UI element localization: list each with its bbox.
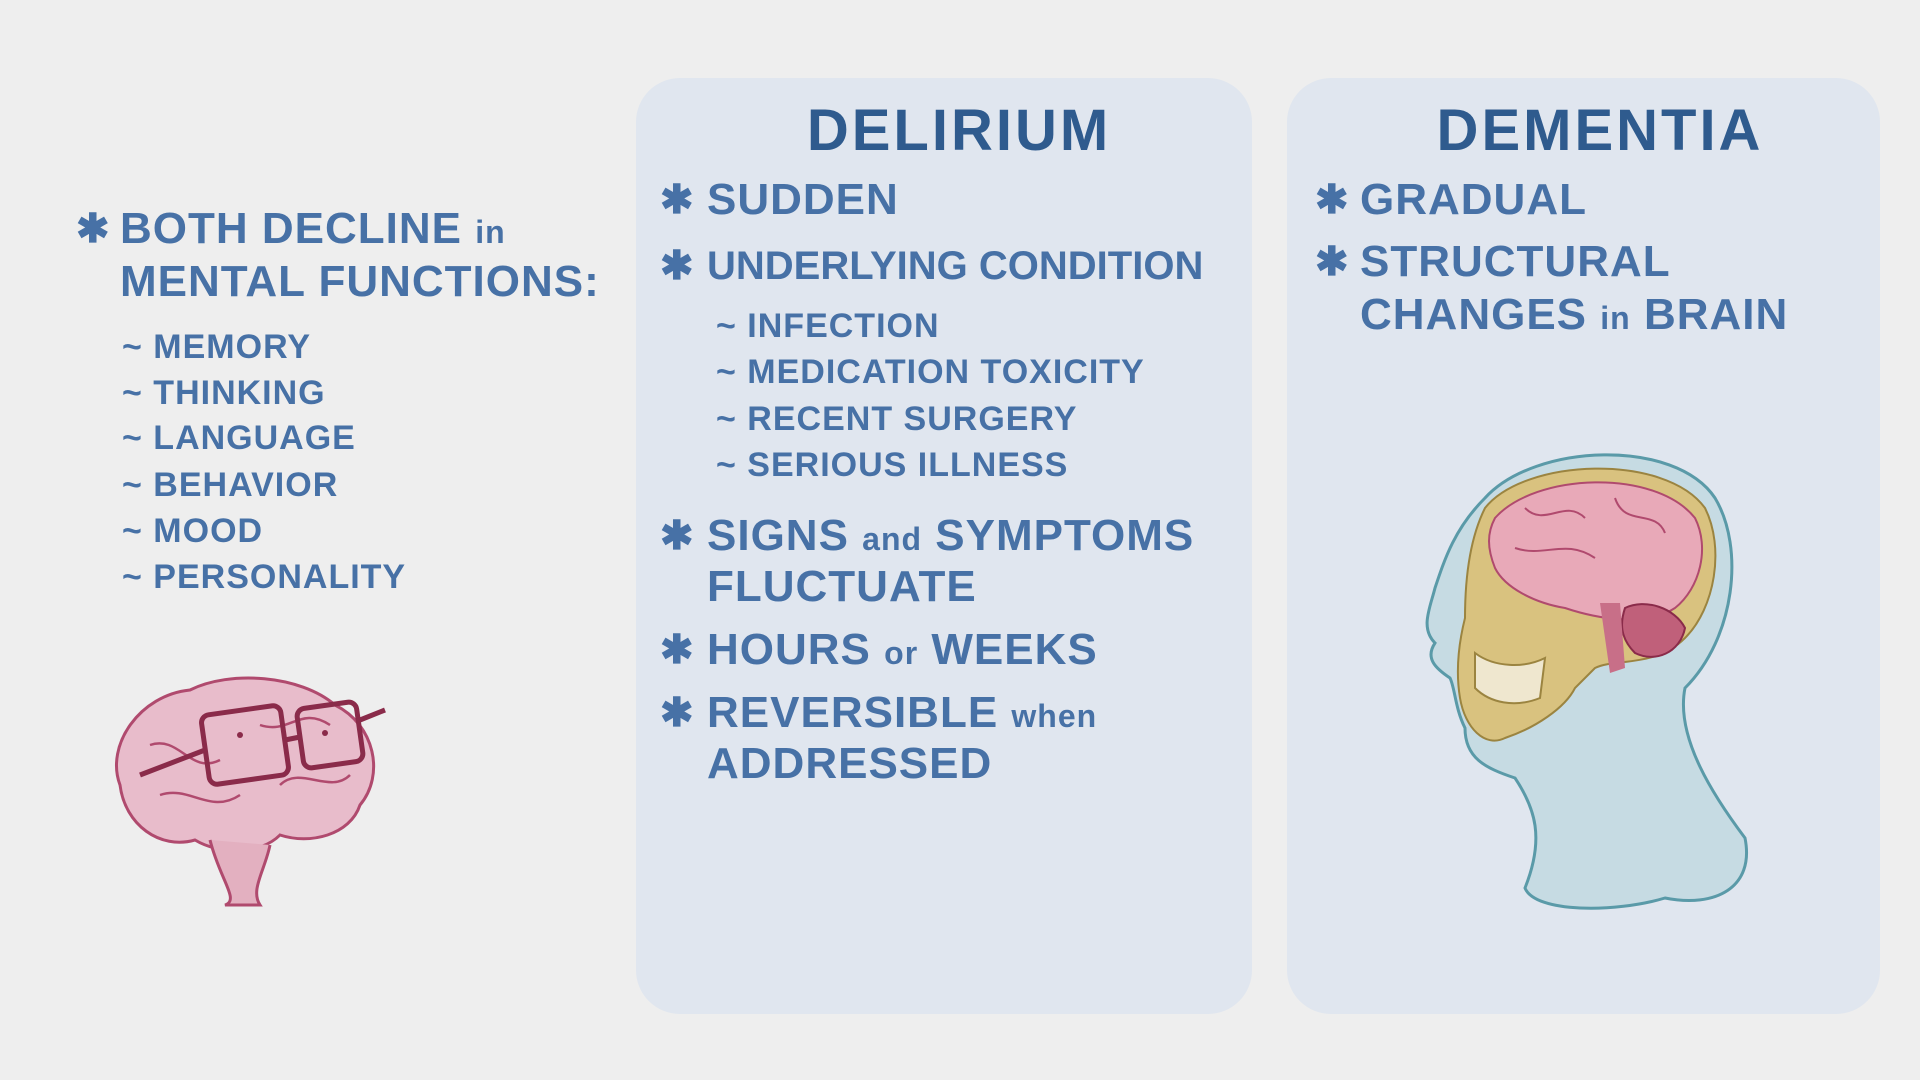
bullet-icon: ✱ [76,207,110,251]
sudden-text: SUDDEN [707,175,899,224]
delirium-title: DELIRIUM [806,98,1112,163]
changes-in-brain-text: CHANGES in BRAIN [1360,290,1789,339]
reversible-text: REVERSIBLE when [707,688,1098,737]
list-item: ~ RECENT SURGERY [716,400,1078,438]
addressed-text: ADDRESSED [707,739,993,788]
list-item: ~ BEHAVIOR [122,466,339,504]
fluctuate-text: FLUCTUATE [707,562,977,611]
head-brain-illustration [1425,453,1748,910]
bullet-icon: ✱ [1315,240,1349,284]
list-item: ~ PERSONALITY [122,558,407,596]
both-decline-text: BOTH DECLINE in [120,204,506,253]
underlying-condition-text: UNDERLYING CONDITION [707,244,1204,288]
dementia-title: DEMENTIA [1436,98,1764,163]
bullet-icon: ✱ [660,691,694,735]
list-item: ~ THINKING [122,374,326,412]
list-item: ~ SERIOUS ILLNESS [716,446,1069,484]
list-item: ~ INFECTION [716,307,940,345]
hours-weeks-text: HOURS or WEEKS [707,625,1098,674]
list-item: ~ LANGUAGE [122,419,356,457]
bullet-icon: ✱ [660,514,694,558]
bullet-icon: ✱ [660,628,694,672]
gradual-text: GRADUAL [1360,175,1587,224]
list-item: ~ MEMORY [122,328,312,366]
bullet-icon: ✱ [660,178,694,222]
bullet-icon: ✱ [1315,178,1349,222]
list-item: ~ MEDICATION TOXICITY [716,353,1145,391]
mental-functions-text: MENTAL FUNCTIONS: [120,257,600,306]
bullet-icon: ✱ [660,244,694,288]
brain-glasses-illustration [115,676,386,907]
delirium-card [636,78,1252,1014]
signs-symptoms-text: SIGNS and SYMPTOMS [707,511,1195,560]
structural-text: STRUCTURAL [1360,237,1671,286]
list-item: ~ MOOD [122,512,264,550]
